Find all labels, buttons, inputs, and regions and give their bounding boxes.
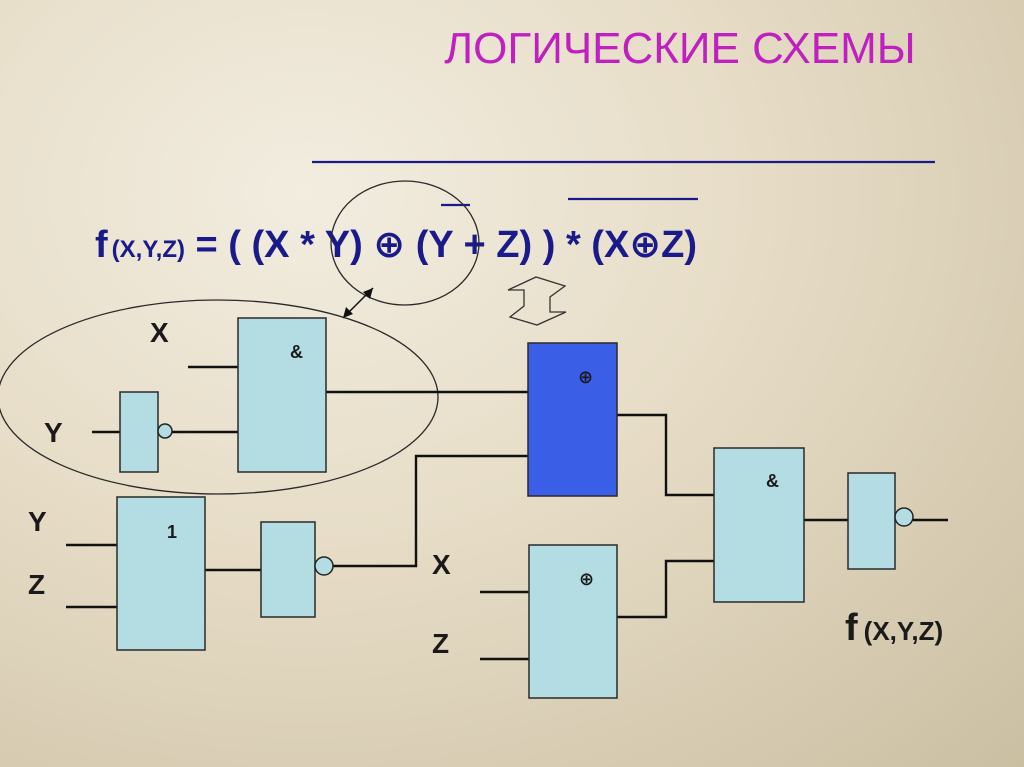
- and-gate-2-symbol: &: [766, 471, 779, 491]
- xor-gate-xz-symbol: ⊕: [579, 569, 594, 589]
- wires: [66, 365, 948, 661]
- formula-args: (X,Y,Z): [112, 236, 185, 263]
- correspondence-arrow: [507, 276, 567, 326]
- xor-gate-highlighted: [527, 342, 618, 497]
- input-label-y1: Y: [44, 417, 63, 448]
- not-gate-or: [260, 521, 316, 618]
- link-arrow-head-1: [343, 307, 353, 318]
- page-title: ЛОГИЧЕСКИЕ СХЕМЫ: [444, 24, 915, 73]
- output-label-args: (X,Y,Z): [864, 616, 943, 646]
- and-gate-2: [713, 447, 805, 603]
- not-gate-y: [119, 391, 159, 473]
- formula-body: = ( (X * Y) ⊕ (Y + Z) ) * (X⊕Z): [185, 224, 697, 266]
- term-highlight-ellipse: [330, 180, 480, 306]
- input-label-z2: Z: [432, 628, 449, 659]
- input-label-y2: Y: [28, 506, 47, 537]
- xor-gate-highlighted-symbol: ⊕: [578, 367, 593, 387]
- input-label-z1: Z: [28, 569, 45, 600]
- formula-f: f: [95, 224, 108, 266]
- not-gate-or-bubble: [314, 556, 334, 576]
- xor-gate-xz: [528, 544, 618, 699]
- or-gate-yz: [116, 496, 206, 651]
- not-gate-y-bubble: [157, 423, 173, 439]
- input-label-x2: X: [432, 549, 451, 580]
- not-gate-output-bubble: [894, 507, 914, 527]
- or-gate-yz-symbol: 1: [167, 522, 177, 542]
- input-label-x1: X: [150, 317, 169, 348]
- and-gate-1: [237, 317, 327, 473]
- formula: f(X,Y,Z) = ( (X * Y) ⊕ (Y + Z) ) * (X⊕Z): [95, 224, 697, 266]
- not-gate-output: [847, 472, 896, 570]
- output-label: f(X,Y,Z): [845, 607, 943, 649]
- link-arrow-head-2: [363, 288, 373, 299]
- subcircuit-highlight-ellipse: [0, 299, 439, 495]
- and-gate-1-symbol: &: [290, 342, 303, 362]
- output-label-f: f: [845, 607, 858, 649]
